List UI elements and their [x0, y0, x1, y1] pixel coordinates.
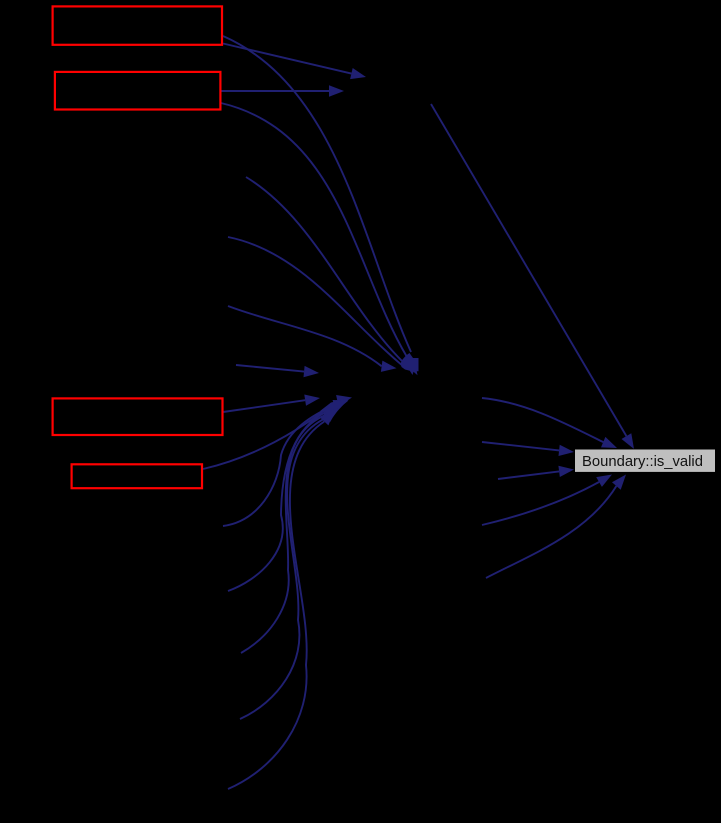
svg-text:Boundary::is_valid: Boundary::is_valid — [582, 454, 703, 470]
